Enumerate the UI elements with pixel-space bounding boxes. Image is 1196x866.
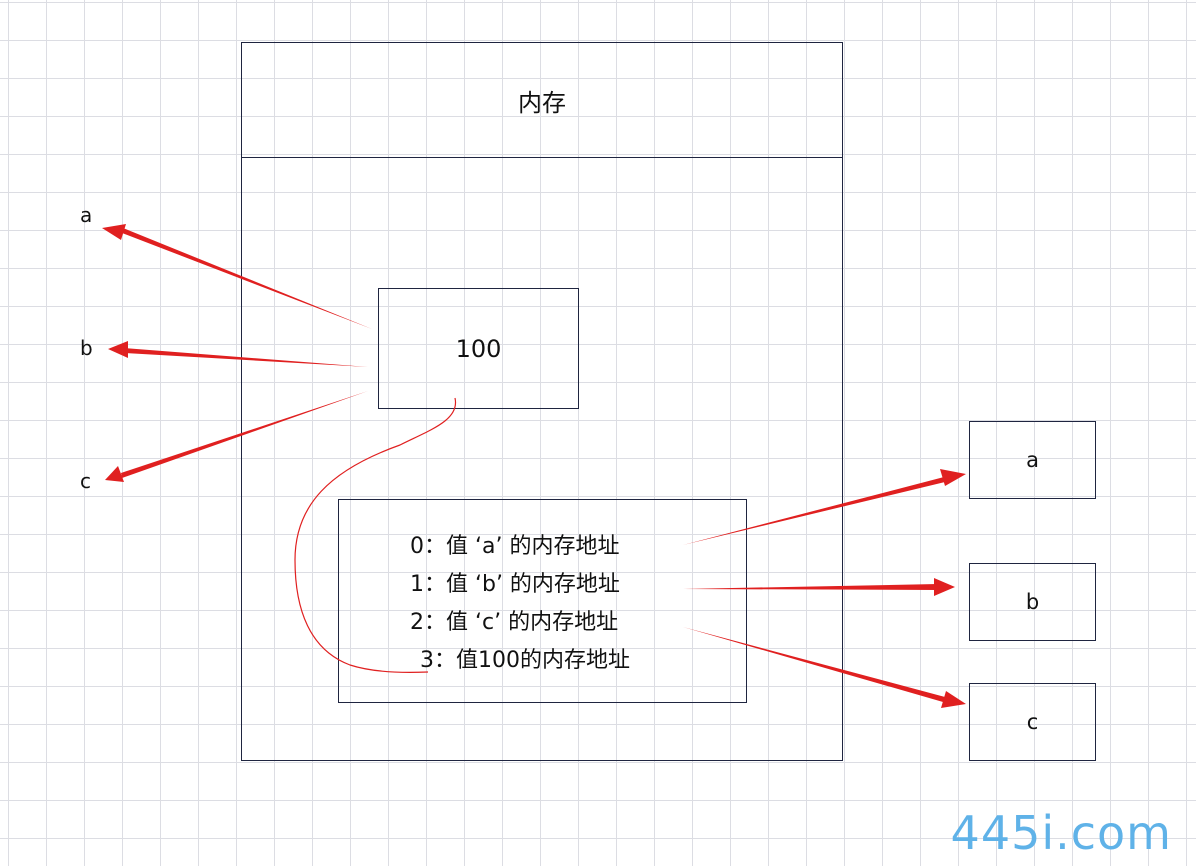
address-line-3: 3：值100的内存地址 (420, 648, 630, 673)
address-list-box (338, 499, 747, 703)
right-box-b: b (969, 563, 1096, 641)
memory-title: 内存 (241, 42, 843, 158)
value-box: 100 (378, 288, 579, 409)
arrowhead-a (102, 224, 126, 240)
left-label-a: a (80, 203, 93, 227)
arrowhead-right-b (934, 578, 955, 596)
memory-title-text: 内存 (518, 88, 566, 117)
arrow-to-a (122, 228, 372, 329)
arrowhead-right-c (941, 691, 966, 708)
arrow-0-to-a (683, 477, 945, 545)
arrow-to-c (121, 391, 368, 478)
arrowhead-b (108, 341, 128, 358)
right-box-c-label: c (1026, 710, 1039, 734)
right-box-a-label: a (1026, 448, 1039, 472)
arrowhead-right-a (940, 469, 966, 486)
arrow-to-b (124, 348, 368, 367)
right-box-b-label: b (1025, 590, 1040, 614)
address-line-0: 0：值 ‘a’ 的内存地址 (410, 534, 620, 559)
address-line-1: 1：值 ‘b’ 的内存地址 (410, 572, 620, 597)
watermark-text: 445i.com (950, 806, 1172, 860)
connector-curve (294, 397, 457, 674)
arrow-1-to-b (683, 584, 938, 590)
left-label-b: b (80, 336, 93, 360)
arrow-2-to-c (683, 627, 945, 702)
value-text: 100 (455, 334, 502, 363)
address-line-2: 2：值 ‘c’ 的内存地址 (410, 610, 619, 635)
left-label-c: c (80, 469, 91, 493)
right-box-c: c (969, 683, 1096, 761)
arrowhead-c (105, 466, 124, 482)
right-box-a: a (969, 421, 1096, 499)
